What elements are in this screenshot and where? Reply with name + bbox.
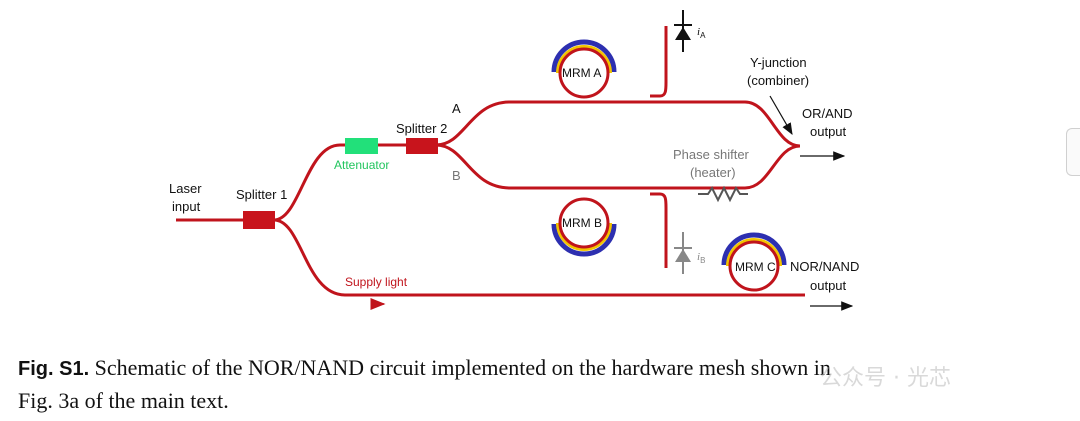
photodetector-b: [674, 232, 692, 274]
mrm-a: [551, 39, 617, 99]
nor-nand-output-label-2: output: [810, 278, 847, 293]
attenuator-label: Attenuator: [334, 158, 389, 172]
heater-resistor: [698, 185, 748, 203]
current-b-label: iB: [697, 251, 705, 265]
y-junction-label-2: (combiner): [747, 73, 809, 88]
mrm-b: [551, 197, 617, 257]
side-scroll-tab[interactable]: [1066, 128, 1080, 176]
mrm-b-label: MRM B: [562, 216, 602, 230]
upper-branch-waveguide: [273, 143, 408, 222]
waveguides: [176, 26, 805, 297]
splitter-2: [406, 138, 438, 154]
nor-nand-output-label-1: NOR/NAND: [790, 259, 859, 274]
supply-waveguide: [273, 218, 805, 297]
arm-b-label: B: [452, 168, 461, 183]
phase-shifter-label-2: (heater): [690, 165, 736, 180]
current-a-label: iA: [697, 26, 706, 40]
laser-input-label-2: input: [172, 199, 201, 214]
arm-a-waveguide: [435, 100, 801, 148]
mrm-a-label: MRM A: [562, 66, 601, 80]
y-junction-pointer: [769, 95, 793, 136]
arm-a-label: A: [452, 101, 461, 116]
caption-line-1: Schematic of the NOR/NAND circuit implem…: [89, 355, 831, 380]
drop-port-a: [650, 26, 668, 98]
mrm-c: [721, 232, 787, 292]
splitter1-label: Splitter 1: [236, 187, 287, 202]
figure-caption: Fig. S1. Schematic of the NOR/NAND circu…: [18, 352, 1080, 416]
watermark: 公众号 · 光芯: [820, 366, 951, 391]
mrm-c-label: MRM C: [735, 260, 776, 274]
laser-input-label-1: Laser: [169, 181, 202, 196]
figure-label: Fig. S1.: [18, 358, 90, 380]
attenuator: [345, 138, 378, 154]
y-junction-label-1: Y-junction: [750, 55, 807, 70]
or-and-output-label-2: output: [810, 124, 847, 139]
caption-line-2: Fig. 3a of the main text.: [18, 388, 229, 413]
drop-port-b: [650, 192, 668, 268]
splitter-1: [243, 211, 275, 229]
arm-b-waveguide: [435, 143, 801, 190]
circuit-diagram: Laser input Splitter 1 Splitter 2 Attenu…: [169, 10, 859, 311]
photodetector-a: [674, 10, 692, 52]
or-and-output-label-1: OR/AND: [802, 106, 853, 121]
phase-shifter-label-1: Phase shifter: [673, 147, 750, 162]
splitter2-label: Splitter 2: [396, 121, 447, 136]
supply-light-label: Supply light: [345, 275, 408, 289]
